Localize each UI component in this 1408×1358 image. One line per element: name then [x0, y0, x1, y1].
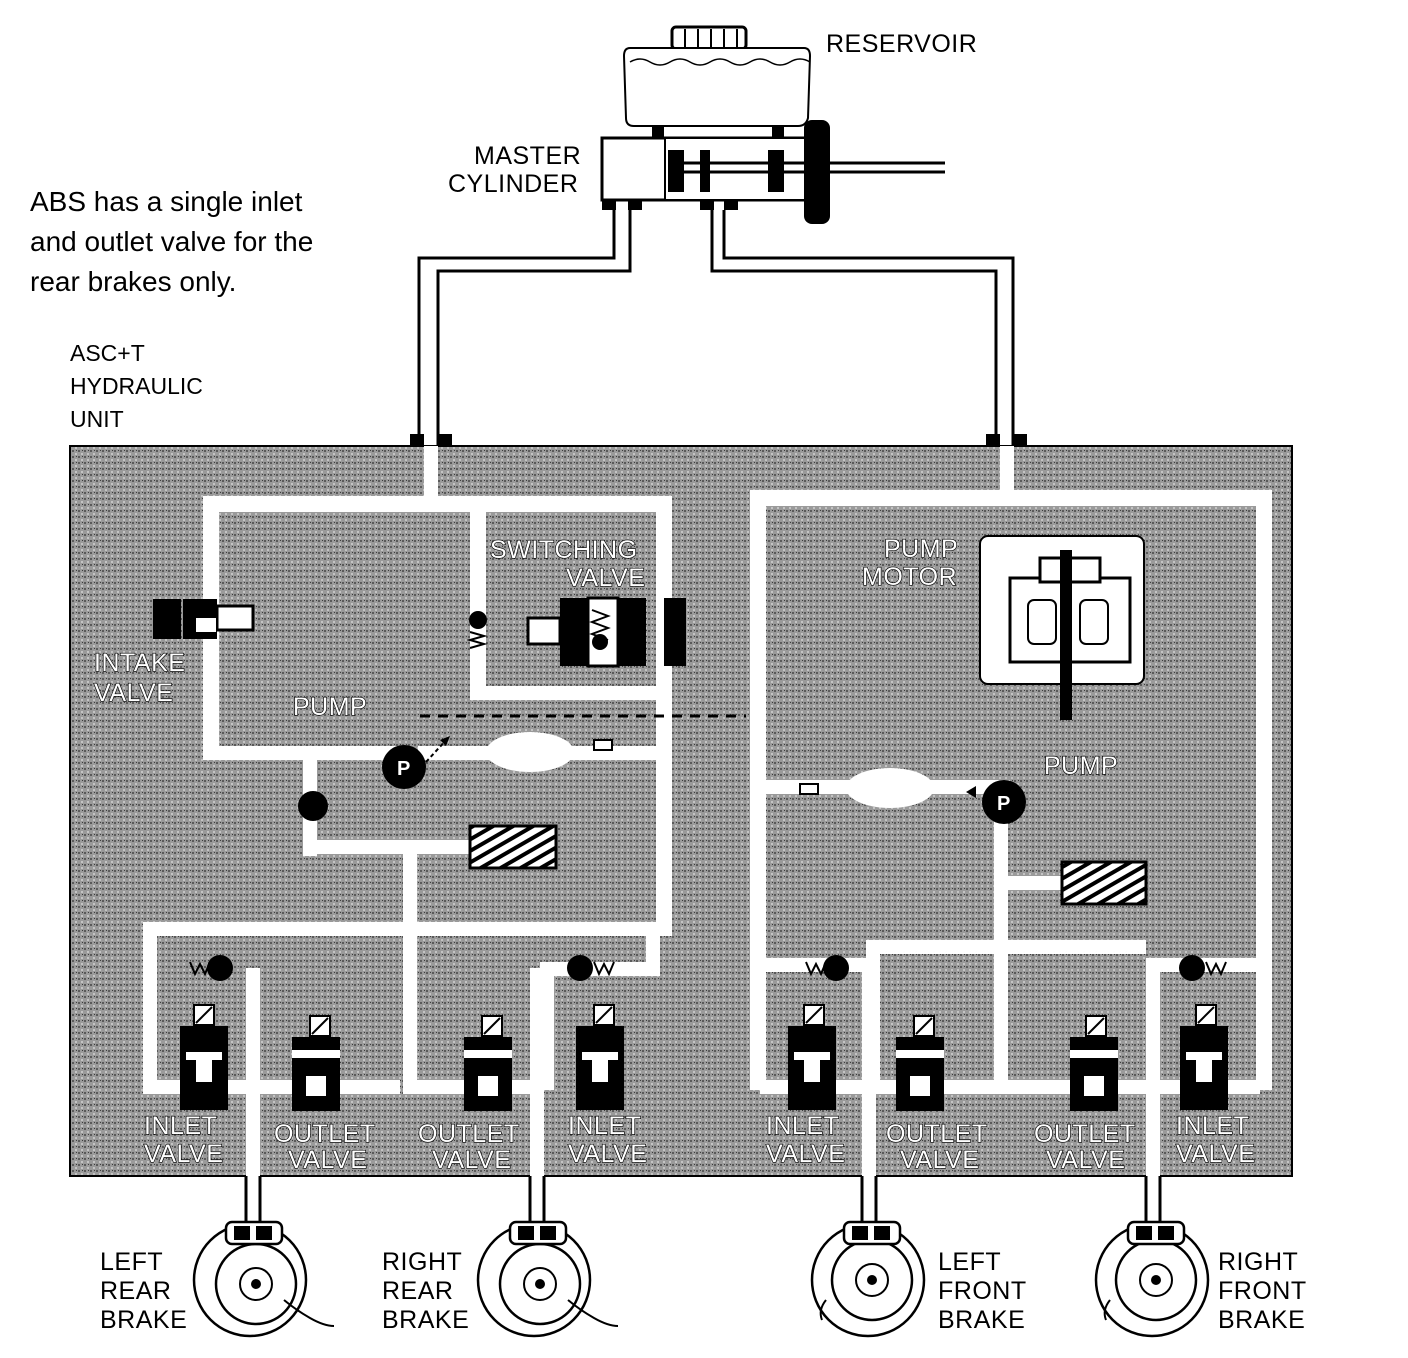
- left-rear-brake-label-3: BRAKE: [100, 1306, 187, 1334]
- valve-5: [788, 1004, 836, 1110]
- accumulator-right: [1060, 860, 1148, 906]
- left-front-brake-label-1: LEFT: [938, 1248, 1001, 1276]
- switching-valve-label-1: SWITCHING: [490, 536, 638, 564]
- check-valve-4: [1179, 955, 1227, 981]
- port-2: [438, 434, 452, 446]
- unit-label-2: HYDRAULIC: [70, 373, 203, 399]
- brake-lines-upper: [417, 210, 1015, 445]
- check-valve-left: [298, 791, 328, 821]
- reservoir: [622, 25, 812, 142]
- unit-label-1: ASC+T: [70, 340, 145, 366]
- check-valve-2: [567, 955, 615, 981]
- valve-2-label-2: VALVE: [288, 1146, 367, 1174]
- valve-6: [896, 1015, 944, 1111]
- valve-4-label-2: VALVE: [568, 1140, 647, 1168]
- left-rear-brake-label-1: LEFT: [100, 1248, 163, 1276]
- left-front-brake: [810, 1220, 926, 1338]
- right-front-brake-label-1: RIGHT: [1218, 1248, 1298, 1276]
- valve-2: [292, 1015, 340, 1111]
- valve-2-label-1: OUTLET: [274, 1120, 376, 1148]
- damper-chamber-right: [846, 768, 934, 808]
- right-front-brake-label-3: BRAKE: [1218, 1306, 1305, 1334]
- valve-4-label-1: INLET: [568, 1112, 641, 1140]
- valve-1-label-1: INLET: [144, 1112, 217, 1140]
- brake-lines-lower: [244, 1176, 1162, 1222]
- pump-right: P: [966, 780, 1026, 824]
- accumulator-left: [468, 824, 558, 870]
- svg-text:P: P: [397, 758, 410, 780]
- pump-motor-label-1: PUMP: [884, 535, 958, 563]
- valve-3-label-2: VALVE: [432, 1146, 511, 1174]
- pump-motor-label-2: MOTOR: [862, 563, 957, 591]
- unit-label-3: UNIT: [70, 406, 124, 432]
- reservoir-label: RESERVOIR: [826, 30, 977, 58]
- left-front-brake-label-3: BRAKE: [938, 1306, 1025, 1334]
- right-rear-brake-label-2: REAR: [382, 1277, 453, 1305]
- master-cylinder-label-2: CYLINDER: [448, 170, 578, 198]
- valve-6-label-1: OUTLET: [886, 1120, 988, 1148]
- intake-valve: [153, 599, 255, 639]
- master-cylinder: [600, 120, 945, 224]
- pump-left: P: [382, 736, 450, 789]
- valve-4: [576, 1004, 624, 1110]
- abs-note-line-3: rear brakes only.: [30, 266, 236, 297]
- port-1: [410, 434, 424, 446]
- left-rear-brake-label-2: REAR: [100, 1277, 171, 1305]
- svg-text:P: P: [997, 793, 1010, 815]
- right-rear-brake: [476, 1220, 619, 1338]
- switching-valve: [466, 596, 686, 668]
- left-rear-brake: [192, 1220, 335, 1338]
- pump-left-label: PUMP: [293, 693, 367, 721]
- pump-motor: [979, 535, 1145, 720]
- port-3: [986, 434, 1000, 446]
- valve-6-label-2: VALVE: [900, 1146, 979, 1174]
- valve-8-label-1: INLET: [1176, 1112, 1249, 1140]
- orifice-right: [799, 783, 819, 795]
- valve-7: [1070, 1015, 1118, 1111]
- valve-7-label-2: VALVE: [1046, 1146, 1125, 1174]
- right-rear-brake-label-3: BRAKE: [382, 1306, 469, 1334]
- intake-valve-label-2: VALVE: [94, 679, 173, 707]
- orifice-left: [593, 739, 613, 751]
- port-4: [1013, 434, 1027, 446]
- valve-5-label-1: INLET: [766, 1112, 839, 1140]
- pump-right-label: PUMP: [1044, 752, 1118, 780]
- valve-1: [180, 1004, 228, 1110]
- intake-valve-label-1: INTAKE: [94, 649, 185, 677]
- switching-valve-label-2: VALVE: [566, 564, 645, 592]
- valve-1-label-2: VALVE: [144, 1140, 223, 1168]
- right-front-brake: [1094, 1220, 1210, 1338]
- left-front-brake-label-2: FRONT: [938, 1277, 1027, 1305]
- valve-3-label-1: OUTLET: [418, 1120, 520, 1148]
- valve-7-label-1: OUTLET: [1034, 1120, 1136, 1148]
- valve-8-label-2: VALVE: [1176, 1140, 1255, 1168]
- right-front-brake-label-2: FRONT: [1218, 1277, 1307, 1305]
- valve-8: [1180, 1004, 1228, 1110]
- check-valve-1: [189, 955, 233, 981]
- right-rear-brake-label-1: RIGHT: [382, 1248, 462, 1276]
- valve-5-label-2: VALVE: [766, 1140, 845, 1168]
- valve-3: [464, 1015, 512, 1111]
- abs-note-line-1: ABS has a single inlet: [30, 186, 303, 217]
- damper-chamber-left: [486, 732, 574, 772]
- check-valve-3: [805, 955, 849, 981]
- master-cylinder-label-1: MASTER: [474, 142, 581, 170]
- abs-note-line-2: and outlet valve for the: [30, 226, 313, 257]
